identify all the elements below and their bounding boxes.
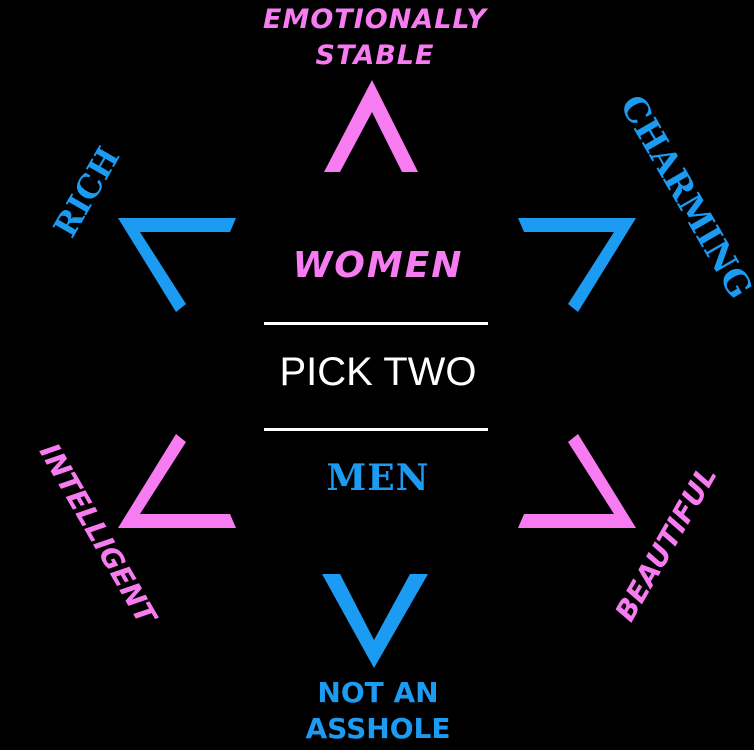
label-emotionally-stable-line1: EMOTIONALLY <box>263 4 487 35</box>
center-women-label: WOMEN <box>292 245 464 286</box>
chevron-bottom-blue <box>322 574 428 668</box>
chevron-upper-right-blue <box>518 218 636 312</box>
chevron-upper-left-blue <box>118 218 236 312</box>
chevron-lower-right-pink <box>518 434 636 528</box>
divider-top <box>264 322 488 325</box>
center-men-label: MEN <box>326 457 430 499</box>
label-not-an-asshole: NOT AN ASSHOLE <box>250 675 506 747</box>
center-pick-two-label: PICK TWO <box>279 350 477 394</box>
chevron-top-pink <box>324 80 418 172</box>
label-not-an-asshole-line2: ASSHOLE <box>305 712 451 745</box>
label-not-an-asshole-line1: NOT AN <box>317 676 439 709</box>
chevron-lower-left-pink <box>118 434 236 528</box>
label-emotionally-stable: EMOTIONALLY STABLE <box>240 2 510 74</box>
divider-bottom <box>264 428 488 431</box>
label-emotionally-stable-line2: STABLE <box>315 40 435 71</box>
